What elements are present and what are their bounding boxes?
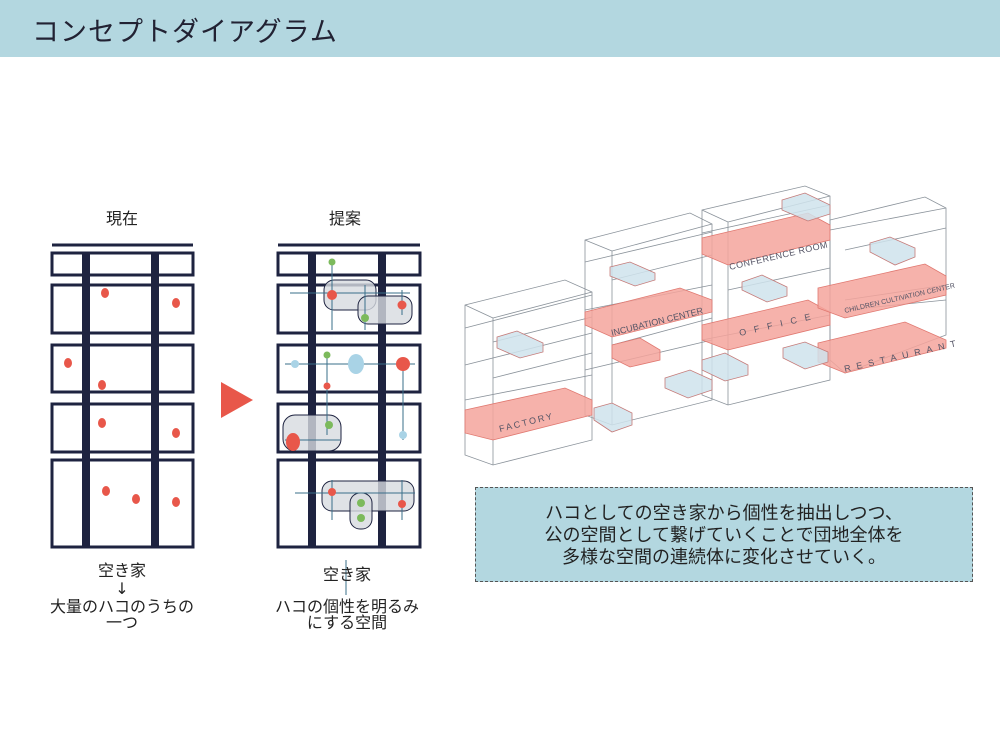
header-bar: コンセプトダイアグラム <box>0 0 1000 57</box>
page-title: コンセプトダイアグラム <box>32 17 338 48</box>
proposal-caption-top: 空き家 <box>322 565 371 584</box>
proposal-building-diagram <box>276 243 422 595</box>
note-line-2: 公の空間として繋げていくことで団地全体を <box>544 525 904 546</box>
arrow-right-icon <box>221 382 253 418</box>
concept-note-box: ハコとしての空き家から個性を抽出しつつ、 公の空間として繋げていくことで団地全体… <box>475 487 973 582</box>
current-caption-top: 空き家 <box>97 561 146 580</box>
isometric-building-diagram: FACTORY INCUBATION CENTER CONFERENCE ROO… <box>464 185 963 466</box>
current-building-diagram <box>50 243 195 549</box>
current-caption-line1: 大量のハコのうちの <box>49 597 194 616</box>
current-heading: 現在 <box>105 209 138 228</box>
note-line-3: 多様な空間の連続体に変化させていく。 <box>562 547 886 568</box>
note-line-1: ハコとしての空き家から個性を抽出しつつ、 <box>545 503 903 524</box>
proposal-caption-line1: ハコの個性を明るみ <box>274 597 419 616</box>
proposal-caption-line2: にする空間 <box>306 613 388 632</box>
down-arrow-icon: ↓ <box>115 579 129 598</box>
current-caption-line2: 一つ <box>105 613 138 632</box>
proposal-heading: 提案 <box>328 209 361 228</box>
